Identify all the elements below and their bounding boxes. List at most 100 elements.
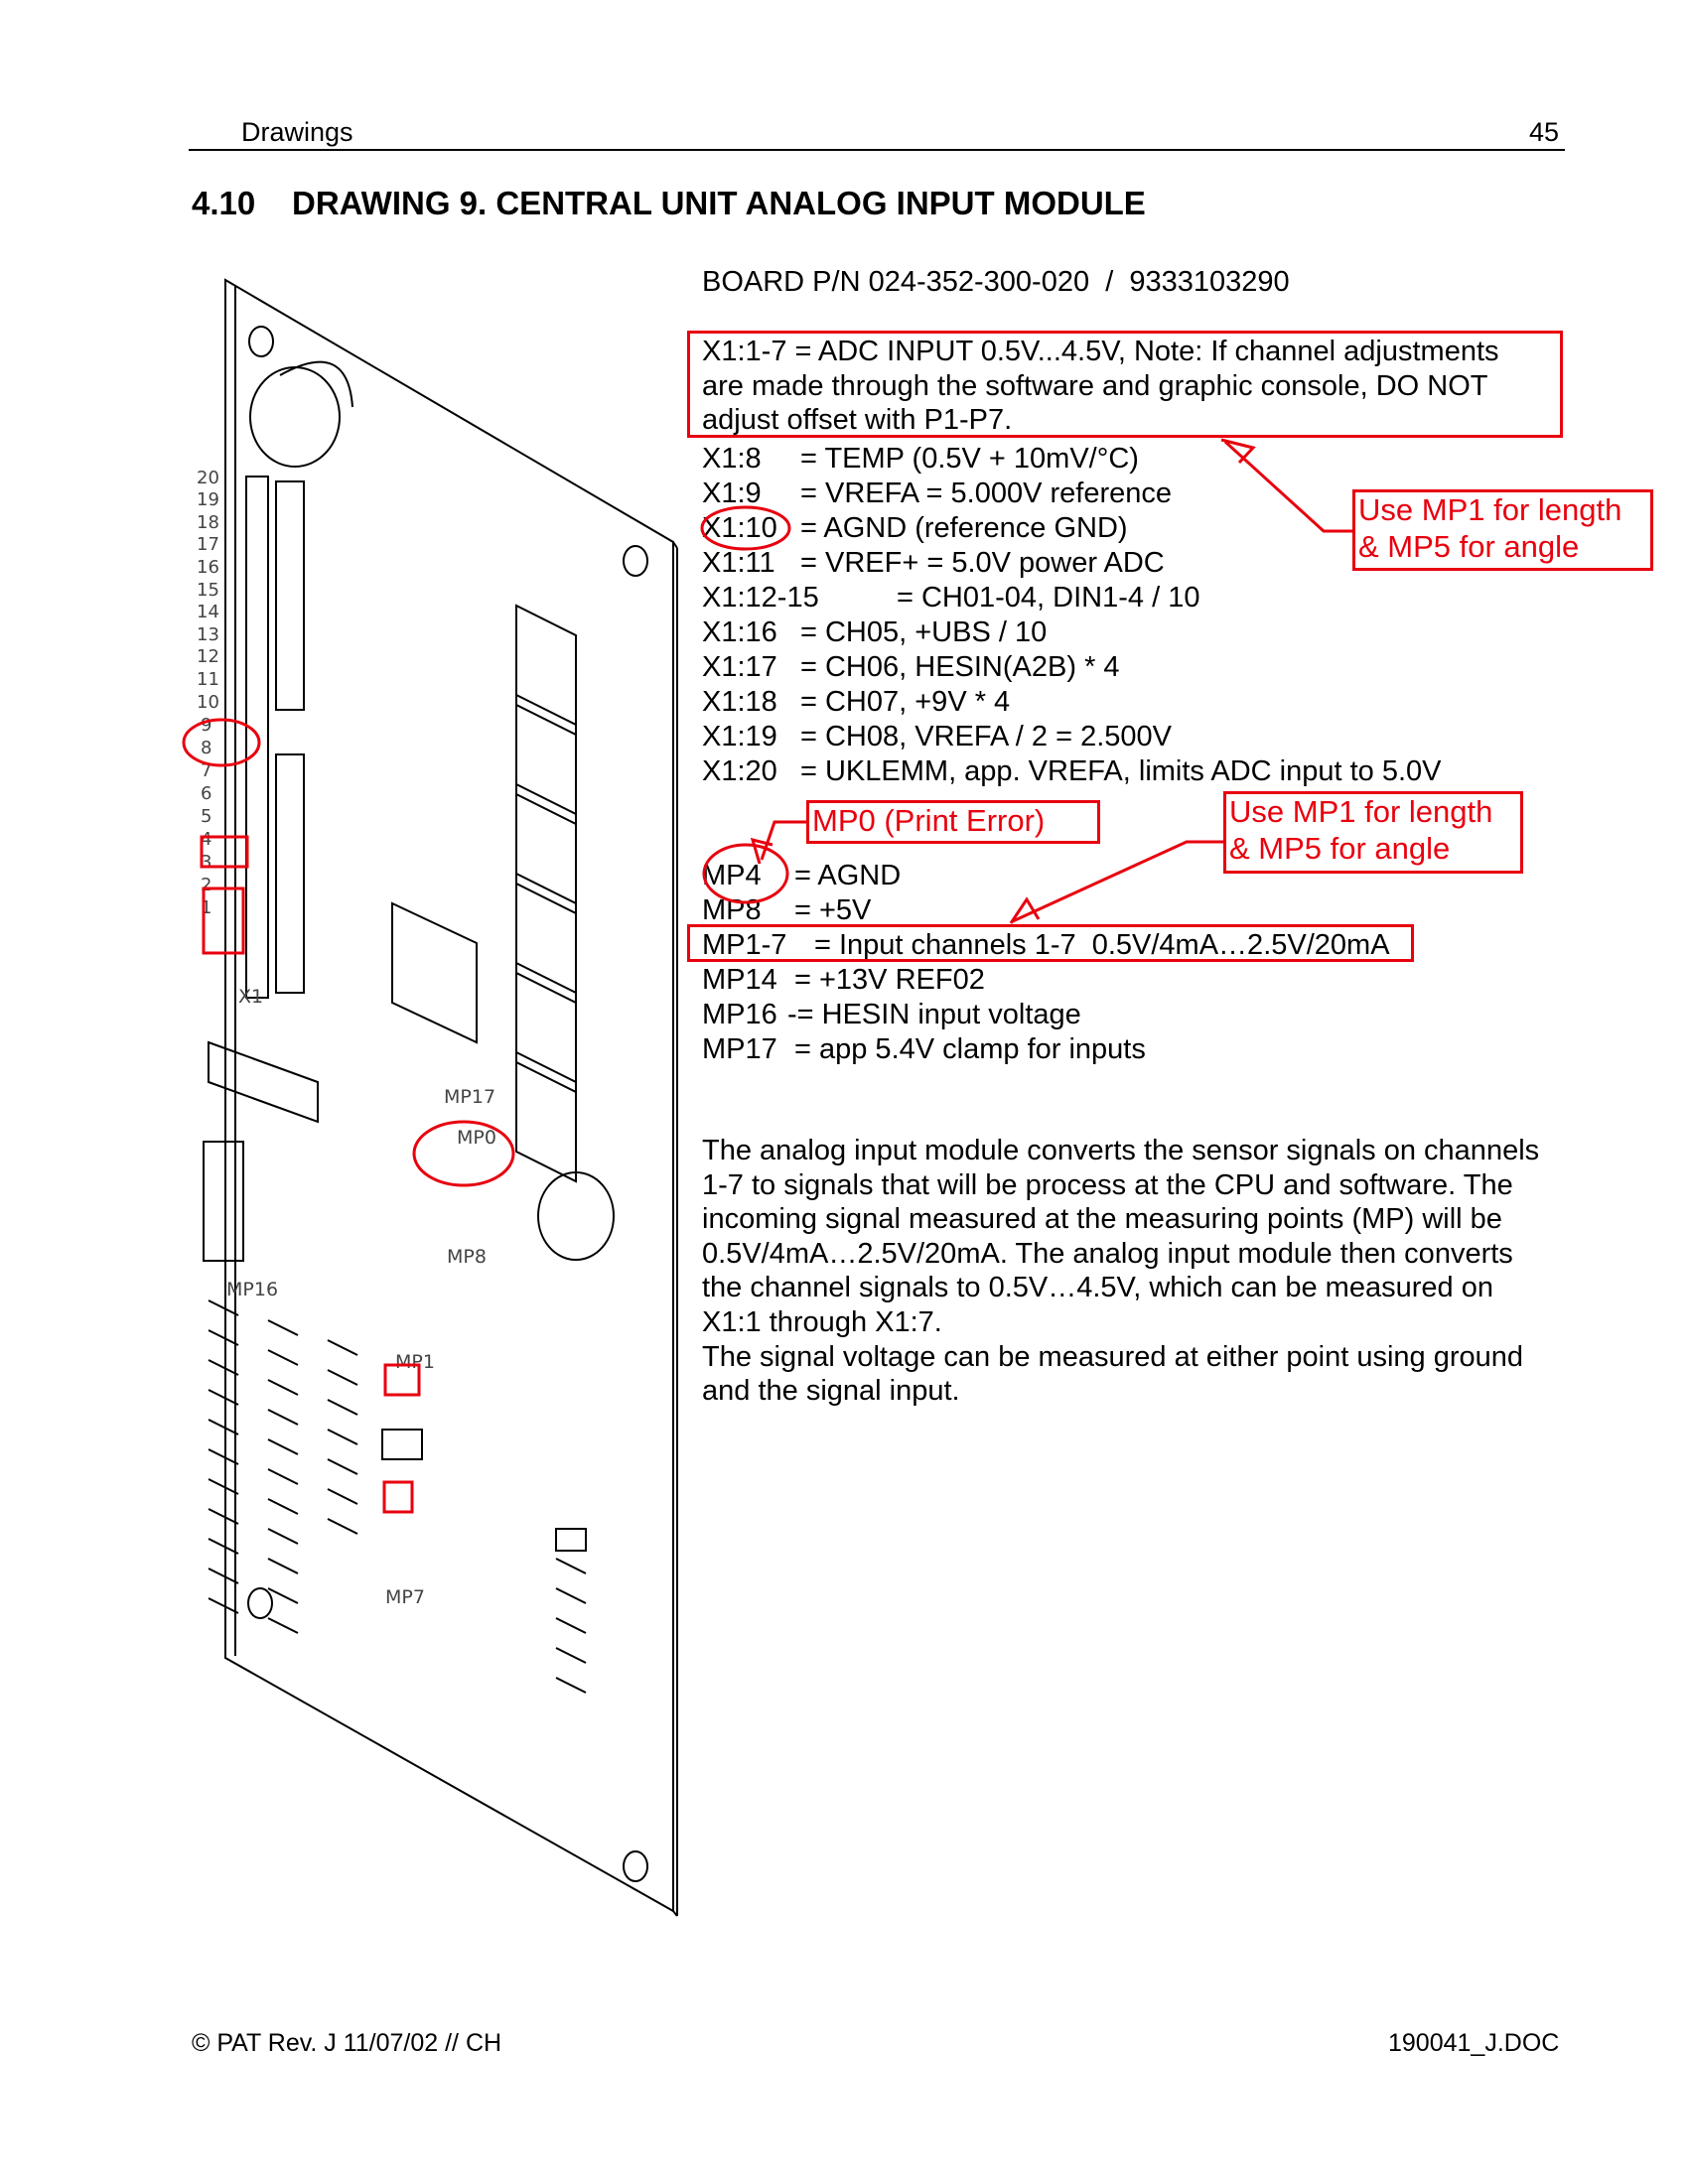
svg-text:15: 15 xyxy=(197,580,219,601)
mp7-drawing-label: MP7 xyxy=(385,1586,425,1608)
mp16-drawing-label: MP16 xyxy=(226,1279,278,1300)
svg-text:13: 13 xyxy=(197,624,219,645)
arrow-mp0-head xyxy=(750,837,774,865)
pin-9-10-circle xyxy=(182,718,261,767)
mp-point-desc: = Input channels 1-7 0.5V/4mA…2.5V/20mA xyxy=(814,929,1390,961)
svg-text:17: 17 xyxy=(197,534,219,555)
relay-block xyxy=(515,604,577,737)
mp0-drawing-label: MP0 xyxy=(457,1127,496,1149)
arrow-top-head xyxy=(1220,438,1256,465)
mp-point-label: MP16 xyxy=(702,999,777,1030)
mp0-label-box xyxy=(806,800,1100,844)
description-text: The analog input module converts the sen… xyxy=(702,1134,1556,1409)
mount-hole xyxy=(247,1587,273,1619)
mp4-circle xyxy=(702,843,789,904)
ic-vertical xyxy=(203,1141,244,1262)
arrow-top-line xyxy=(1223,440,1352,533)
arrow-mid-line xyxy=(1012,840,1223,923)
x1-pin-desc: = VREFA = 5.000V reference xyxy=(800,478,1173,509)
x1-pin-label: X1:10 xyxy=(702,512,777,544)
mp-point-label: MP14 xyxy=(702,964,777,996)
x1-pin-desc: = CH07, +9V * 4 xyxy=(800,686,1011,718)
pin-1-box xyxy=(202,887,245,955)
x1-pin-label: X1:8 xyxy=(702,443,762,475)
svg-text:11: 11 xyxy=(197,669,219,690)
mp1-drawing-label: MP1 xyxy=(395,1351,435,1373)
section-number: 4.10 xyxy=(192,185,256,221)
use-mp-mid-box xyxy=(1223,791,1523,874)
pin-header xyxy=(275,753,305,994)
small-component xyxy=(555,1528,587,1552)
svg-text:10: 10 xyxy=(197,692,219,713)
x1-pin-label: X1:12-15 xyxy=(702,582,819,614)
x1-pin-label: X1:19 xyxy=(702,721,777,752)
mp8-drawing-label: MP8 xyxy=(447,1246,487,1268)
mp-point-desc: = AGND xyxy=(794,860,902,891)
x1-drawing-label: X1 xyxy=(238,986,263,1008)
svg-text:16: 16 xyxy=(197,557,219,578)
use-mp-mid-line1: Use MP1 for length xyxy=(1229,794,1493,829)
mp-point-label: MP4 xyxy=(702,860,762,891)
svg-text:1: 1 xyxy=(201,897,211,918)
section-title: DRAWING 9. CENTRAL UNIT ANALOG INPUT MOD… xyxy=(292,185,1146,221)
relay-block xyxy=(515,693,577,826)
svg-text:14: 14 xyxy=(197,602,219,622)
page-number: 45 xyxy=(1528,117,1559,147)
x1-pin-desc: = CH06, HESIN(A2B) * 4 xyxy=(800,651,1120,683)
arrow-mp0-line xyxy=(760,820,806,861)
svg-text:12: 12 xyxy=(197,646,219,667)
x1-pin-label: X1:11 xyxy=(702,547,775,579)
x1-pin-label: X1:18 xyxy=(702,686,777,718)
x1-pin-desc: = AGND (reference GND) xyxy=(800,512,1128,544)
svg-text:19: 19 xyxy=(197,489,219,510)
relay-block xyxy=(515,961,577,1094)
svg-text:2: 2 xyxy=(201,875,211,895)
use-mp-top-line2: & MP5 for angle xyxy=(1358,529,1580,564)
x1-pin-label: X1:16 xyxy=(702,616,777,648)
mount-hole xyxy=(623,545,648,577)
mp5-box xyxy=(382,1480,414,1514)
use-mp-top-box xyxy=(1352,489,1653,571)
mp17-drawing-label: MP17 xyxy=(444,1086,495,1108)
mp0-circle xyxy=(412,1120,515,1187)
x1-pin-desc: = VREF+ = 5.0V power ADC xyxy=(800,547,1165,579)
x1-pin-desc: = UKLEMM, app. VREFA, limits ADC input t… xyxy=(800,755,1442,787)
svg-text:7: 7 xyxy=(201,760,211,781)
resistor-array xyxy=(208,1299,587,1694)
relay-block xyxy=(515,1050,577,1183)
x1-pin-label: X1:17 xyxy=(702,651,777,683)
small-component xyxy=(381,1429,423,1460)
x1-note-line2: are made through the software and graphi… xyxy=(702,370,1488,402)
x1-pin-desc: = TEMP (0.5V + 10mV/°C) xyxy=(800,443,1139,475)
description-paragraph: The signal voltage can be measured at ei… xyxy=(702,1340,1524,1408)
header-rule xyxy=(189,149,1565,151)
relay-block xyxy=(515,782,577,915)
pin-header xyxy=(275,480,305,711)
x1-connector xyxy=(245,476,269,999)
mp-point-desc: -= HESIN input voltage xyxy=(787,999,1081,1030)
x1-10-circle xyxy=(700,505,791,551)
x1-note-line1: X1:1-7 = ADC INPUT 0.5V...4.5V, Note: If… xyxy=(702,336,1499,367)
x1-pin-desc: = CH08, VREFA / 2 = 2.500V xyxy=(800,721,1172,752)
use-mp-top-line1: Use MP1 for length xyxy=(1358,492,1622,527)
svg-text:6: 6 xyxy=(201,783,211,804)
pin-5-box xyxy=(200,835,249,869)
svg-text:4: 4 xyxy=(201,829,211,850)
svg-text:9: 9 xyxy=(201,715,211,736)
x1-pin-label: X1:9 xyxy=(702,478,762,509)
mp-point-label: MP1-7 xyxy=(702,929,787,961)
x1-note-line3: adjust offset with P1-P7. xyxy=(702,404,1013,436)
capacitor xyxy=(249,366,341,468)
x1-pin-desc: = CH01-04, DIN1-4 / 10 xyxy=(897,582,1200,614)
mp1-7-highlight-box xyxy=(687,924,1414,962)
heatsink xyxy=(208,1040,319,1124)
svg-text:5: 5 xyxy=(201,806,211,827)
x1-pin-label: X1:20 xyxy=(702,755,777,787)
svg-text:8: 8 xyxy=(201,738,211,758)
mount-hole xyxy=(248,326,274,357)
mp-point-desc: = +13V REF02 xyxy=(794,964,985,996)
relay-block xyxy=(515,872,577,1005)
